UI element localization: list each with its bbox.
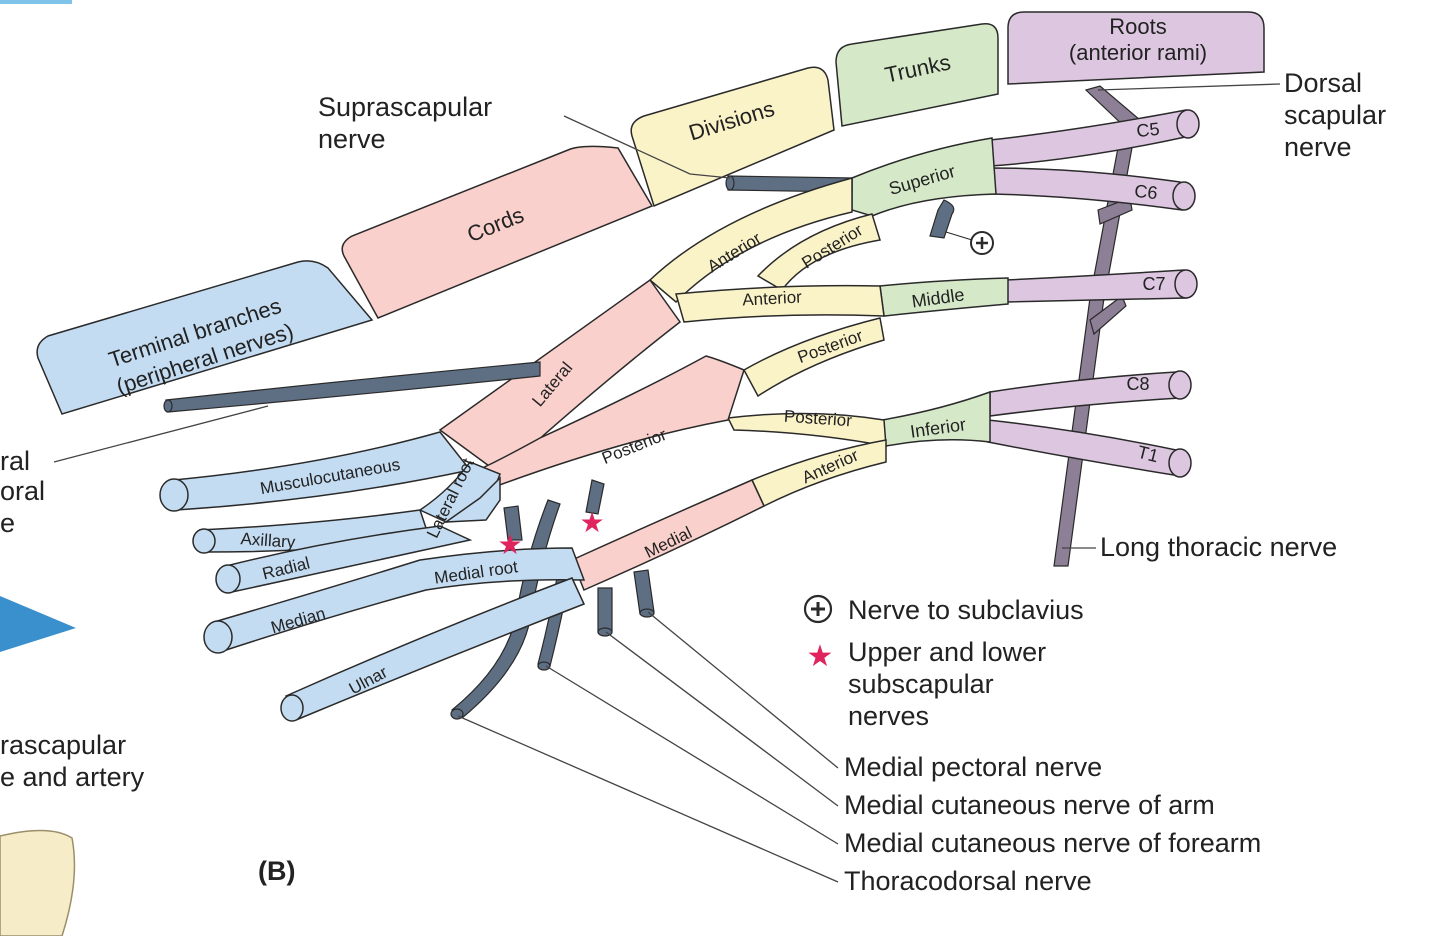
medial-cut-arm-label: Medial cutaneous nerve of arm xyxy=(844,790,1215,820)
root-c7-label: C7 xyxy=(1142,274,1165,294)
cords xyxy=(438,278,765,591)
figure-label: (B) xyxy=(258,856,295,886)
star-icon: ★ xyxy=(497,528,522,561)
header-trunks: Trunks xyxy=(835,23,999,127)
legend-subscapular-line1: Upper and lower xyxy=(848,637,1046,667)
legend-subscapular-line3: nerves xyxy=(848,701,929,731)
root-labels: C5 C6 C7 C8 T1 xyxy=(1126,119,1165,466)
header-roots: Roots (anterior rami) xyxy=(1007,11,1265,85)
suprascapular-label-line2: nerve xyxy=(318,124,386,154)
div-inf-anterior-label: Anterior xyxy=(799,446,861,488)
left-cut-text-5: e and artery xyxy=(0,762,145,792)
subclavius-marker xyxy=(945,231,994,255)
triangle-shape xyxy=(0,596,76,652)
subscapular-star-markers: ★ ★ xyxy=(497,506,604,561)
left-cut-text-2: oral xyxy=(0,476,45,506)
bone-shape xyxy=(0,829,76,936)
divisions xyxy=(648,177,887,508)
left-cut-text-4: rascapular xyxy=(0,730,126,760)
left-cut-text-3: e xyxy=(0,508,15,538)
medial-pectoral-label: Medial pectoral nerve xyxy=(844,752,1102,782)
star-icon: ★ xyxy=(579,506,604,539)
dorsal-scapular-label-line1: Dorsal xyxy=(1284,68,1362,98)
div-mid-anterior-label: Anterior xyxy=(742,287,803,309)
header-roots-line2: (anterior rami) xyxy=(1069,40,1207,65)
dorsal-scapular-label-line3: nerve xyxy=(1284,132,1352,162)
medial-cut-forearm-label: Medial cutaneous nerve of forearm xyxy=(844,828,1261,858)
header-terminal: Terminal branches (peripheral nerves) xyxy=(36,260,374,415)
legend-subclavius-label: Nerve to subclavius xyxy=(848,595,1084,625)
dorsal-scapular-label-line2: scapular xyxy=(1284,100,1386,130)
header-divisions: Divisions xyxy=(630,66,835,208)
trunks xyxy=(851,137,1009,447)
leader-lines xyxy=(53,83,1281,883)
legend-subscapular-line2: subscapular xyxy=(848,669,994,699)
div-inf-posterior-label: Posterior xyxy=(783,407,853,431)
root-c6-label: C6 xyxy=(1134,181,1159,203)
star-icon: ★ xyxy=(807,639,834,674)
header-cords: Cords xyxy=(341,145,654,319)
root-c8-label: C8 xyxy=(1126,374,1149,394)
terminal-branches xyxy=(159,431,586,722)
long-thoracic-label: Long thoracic nerve xyxy=(1100,532,1337,562)
header-roots-line1: Roots xyxy=(1109,14,1166,39)
terminal-axillary-label: Axillary xyxy=(240,529,296,552)
left-cropped-panel: ral oral e rascapular e and artery xyxy=(0,0,145,936)
roots xyxy=(987,109,1200,478)
root-t1-label: T1 xyxy=(1135,442,1160,466)
callouts: Suprascapular nerve Dorsal scapular nerv… xyxy=(318,68,1386,896)
suprascapular-label-line1: Suprascapular xyxy=(318,92,492,122)
legend: Nerve to subclavius ★ Upper and lower su… xyxy=(803,594,1084,731)
thoracodorsal-label: Thoracodorsal nerve xyxy=(844,866,1092,896)
left-cut-text-1: ral xyxy=(0,446,30,476)
root-c5-label: C5 xyxy=(1136,119,1161,141)
